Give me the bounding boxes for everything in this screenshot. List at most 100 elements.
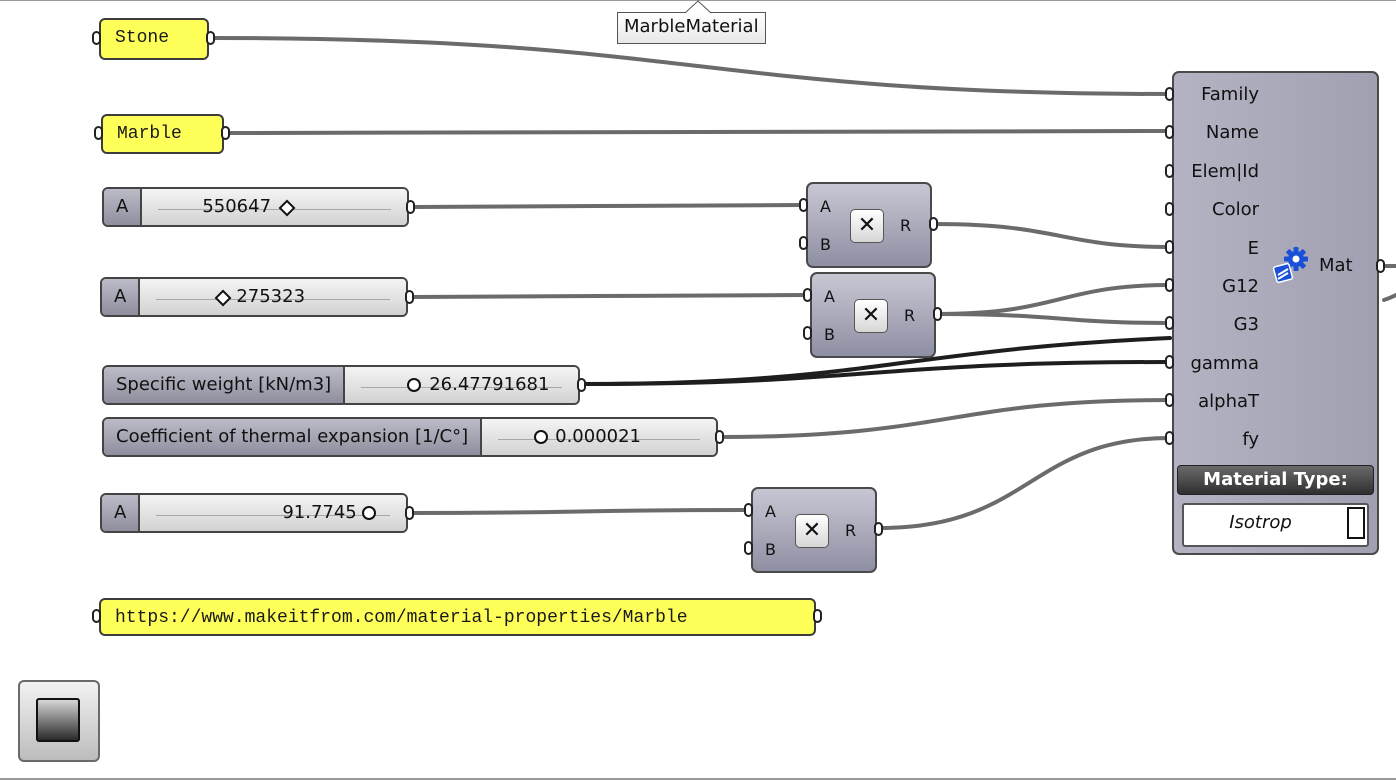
alpha-slider-output-grip[interactable] xyxy=(715,430,724,444)
material-gamma-grip[interactable] xyxy=(1165,355,1174,369)
material-input-e: E xyxy=(1247,238,1259,259)
group-label-pointer xyxy=(684,0,712,14)
e-slider-output-grip[interactable] xyxy=(406,200,415,214)
e-slider-track[interactable]: 550647 xyxy=(142,189,407,225)
wire-e-slider-to-mult xyxy=(410,203,804,209)
fy-slider-label: A xyxy=(102,495,141,531)
wire-mat-output-2 xyxy=(1382,293,1396,302)
url-panel-output-grip[interactable] xyxy=(813,609,822,623)
group-label: MarbleMaterial xyxy=(617,12,766,44)
wire-g-slider-to-mult xyxy=(408,293,808,299)
g-slider-track[interactable]: 275323 xyxy=(140,279,406,315)
family-panel-output-grip[interactable] xyxy=(206,31,215,45)
multiply-3-b-grip[interactable] xyxy=(744,541,753,555)
wire-mult2-to-g12 xyxy=(936,283,1172,316)
alpha-slider-track[interactable]: 0.000021 xyxy=(482,419,716,455)
material-name-grip[interactable] xyxy=(1165,125,1174,139)
wire-mult3-to-fy xyxy=(878,436,1172,530)
wire-name xyxy=(225,129,1172,135)
gamma-slider-output-grip[interactable] xyxy=(577,378,586,392)
g-slider[interactable]: A 275323 xyxy=(100,277,408,317)
e-slider-rail xyxy=(158,209,391,210)
material-input-g12: G12 xyxy=(1222,276,1259,297)
fy-slider-value: 91.7745 xyxy=(282,502,357,523)
fy-slider-knob[interactable] xyxy=(362,506,377,520)
multiply-2-r-grip[interactable] xyxy=(933,307,942,321)
fy-slider-track[interactable]: 91.7745 xyxy=(140,495,406,531)
material-type-dropdown-button[interactable] xyxy=(1347,507,1365,539)
material-type-dropdown[interactable]: Isotrop xyxy=(1182,503,1369,547)
name-panel-output-grip[interactable] xyxy=(221,126,230,140)
material-input-color: Color xyxy=(1212,199,1259,220)
fy-slider-output-grip[interactable] xyxy=(405,506,414,520)
multiply-icon: ✕ xyxy=(795,514,829,548)
alpha-slider[interactable]: Coefficient of thermal expansion [1/C°] … xyxy=(102,417,718,457)
material-mat-output-grip[interactable] xyxy=(1376,259,1385,273)
e-slider[interactable]: A 550647 xyxy=(102,187,409,227)
name-panel[interactable]: Marble xyxy=(101,114,224,154)
e-slider-value: 550647 xyxy=(202,196,272,217)
material-component[interactable]: Family Name Elem|Id Color E G12 G3 gamma… xyxy=(1172,71,1379,555)
wire-mult2-to-g3 xyxy=(936,312,1172,325)
multiply-1-a-grip[interactable] xyxy=(799,198,808,212)
wire-mult1-to-e xyxy=(933,222,1172,249)
material-color-grip[interactable] xyxy=(1165,202,1174,216)
gamma-slider-rail xyxy=(361,387,562,388)
material-input-name: Name xyxy=(1205,122,1259,143)
gamma-slider-track[interactable]: 26.47791681 xyxy=(345,367,578,403)
multiply-3-a-grip[interactable] xyxy=(744,503,753,517)
material-input-g3: G3 xyxy=(1233,314,1259,335)
stop-button[interactable] xyxy=(18,680,100,762)
multiply-3-r-grip[interactable] xyxy=(874,522,883,536)
name-panel-input-grip[interactable] xyxy=(94,126,103,140)
material-fy-grip[interactable] xyxy=(1165,431,1174,445)
family-panel[interactable]: Stone xyxy=(99,18,209,60)
g-slider-rail xyxy=(156,299,390,300)
multiply-component-1[interactable]: A B ✕ R xyxy=(806,182,932,268)
multiply-component-3[interactable]: A B ✕ R xyxy=(751,487,877,573)
canvas-bottom-edge xyxy=(0,778,1396,780)
gamma-slider-knob[interactable] xyxy=(407,378,422,392)
multiply-2-input-a: A xyxy=(824,287,835,306)
gamma-slider[interactable]: Specific weight [kN/m3] 26.47791681 xyxy=(102,365,580,405)
url-panel-input-grip[interactable] xyxy=(92,609,101,623)
multiply-2-b-grip[interactable] xyxy=(803,326,812,340)
e-slider-knob[interactable] xyxy=(278,199,296,217)
family-panel-input-grip[interactable] xyxy=(92,31,101,45)
multiply-1-input-b: B xyxy=(820,235,831,254)
wire-family xyxy=(211,36,1172,96)
alpha-slider-label: Coefficient of thermal expansion [1/C°] xyxy=(104,419,483,455)
alpha-slider-value: 0.000021 xyxy=(555,426,642,447)
material-g12-grip[interactable] xyxy=(1165,278,1174,292)
material-alphat-grip[interactable] xyxy=(1165,393,1174,407)
material-g3-grip[interactable] xyxy=(1165,316,1174,330)
multiply-2-a-grip[interactable] xyxy=(803,288,812,302)
material-type-header: Material Type: xyxy=(1177,465,1374,495)
alpha-slider-knob[interactable] xyxy=(534,430,549,444)
multiply-1-r-grip[interactable] xyxy=(929,217,938,231)
multiply-2-output-r: R xyxy=(904,306,916,325)
g-slider-knob[interactable] xyxy=(214,289,232,307)
fy-slider[interactable]: A 91.7745 xyxy=(100,493,408,533)
multiply-2-input-b: B xyxy=(824,325,835,344)
material-elem-id-grip[interactable] xyxy=(1165,164,1174,178)
g-slider-output-grip[interactable] xyxy=(405,290,414,304)
multiply-1-b-grip[interactable] xyxy=(799,236,808,250)
multiply-1-output-r: R xyxy=(900,216,912,235)
g-slider-label: A xyxy=(102,279,141,315)
e-slider-label: A xyxy=(104,189,143,225)
url-panel[interactable]: https://www.makeitfrom.com/material-prop… xyxy=(99,598,816,636)
wire-alpha-to-alphat xyxy=(718,398,1172,439)
g-slider-value: 275323 xyxy=(236,286,306,307)
material-type-value: Isotrop xyxy=(1229,512,1292,533)
material-input-gamma: gamma xyxy=(1190,353,1259,374)
material-e-grip[interactable] xyxy=(1165,240,1174,254)
multiply-3-input-a: A xyxy=(765,502,776,521)
wire-fy-slider-to-mult xyxy=(408,508,750,515)
multiply-component-2[interactable]: A B ✕ R xyxy=(810,272,936,358)
material-output-mat: Mat xyxy=(1319,255,1353,276)
material-family-grip[interactable] xyxy=(1165,87,1174,101)
fy-slider-rail xyxy=(156,515,390,516)
